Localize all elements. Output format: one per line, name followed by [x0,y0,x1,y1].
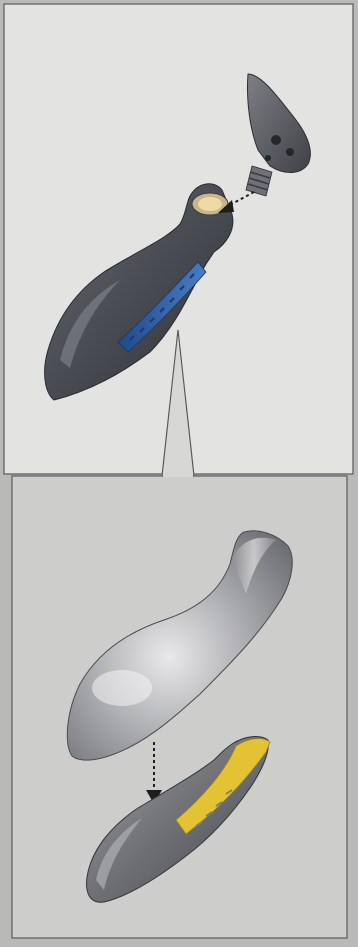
exploded-view-diagram [0,0,358,947]
